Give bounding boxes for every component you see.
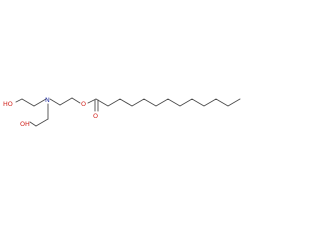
- bond-o-c7: [87, 98, 97, 104]
- atom-ester-oxygen: O: [81, 100, 86, 108]
- atom-ho-upper: HO: [3, 100, 13, 108]
- bond-c3-c4: [35, 118, 49, 127]
- alkyl-chain: [95, 98, 241, 107]
- atom-oh-lower: OH: [20, 120, 30, 128]
- chemical-structure: HO OH N O O: [3, 96, 241, 128]
- bond-c1-c2: [21, 98, 35, 107]
- bond-c2-n: [33, 98, 47, 107]
- atom-nitrogen: N: [45, 96, 50, 104]
- bond-n-c5: [49, 98, 61, 106]
- bond-ho-c1: [15, 98, 23, 103]
- bond-c5-c6: [59, 97, 73, 106]
- bond-c4-oh: [29, 121, 37, 127]
- atom-carbonyl-oxygen: O: [93, 112, 98, 120]
- bond-c6-o: [71, 97, 81, 104]
